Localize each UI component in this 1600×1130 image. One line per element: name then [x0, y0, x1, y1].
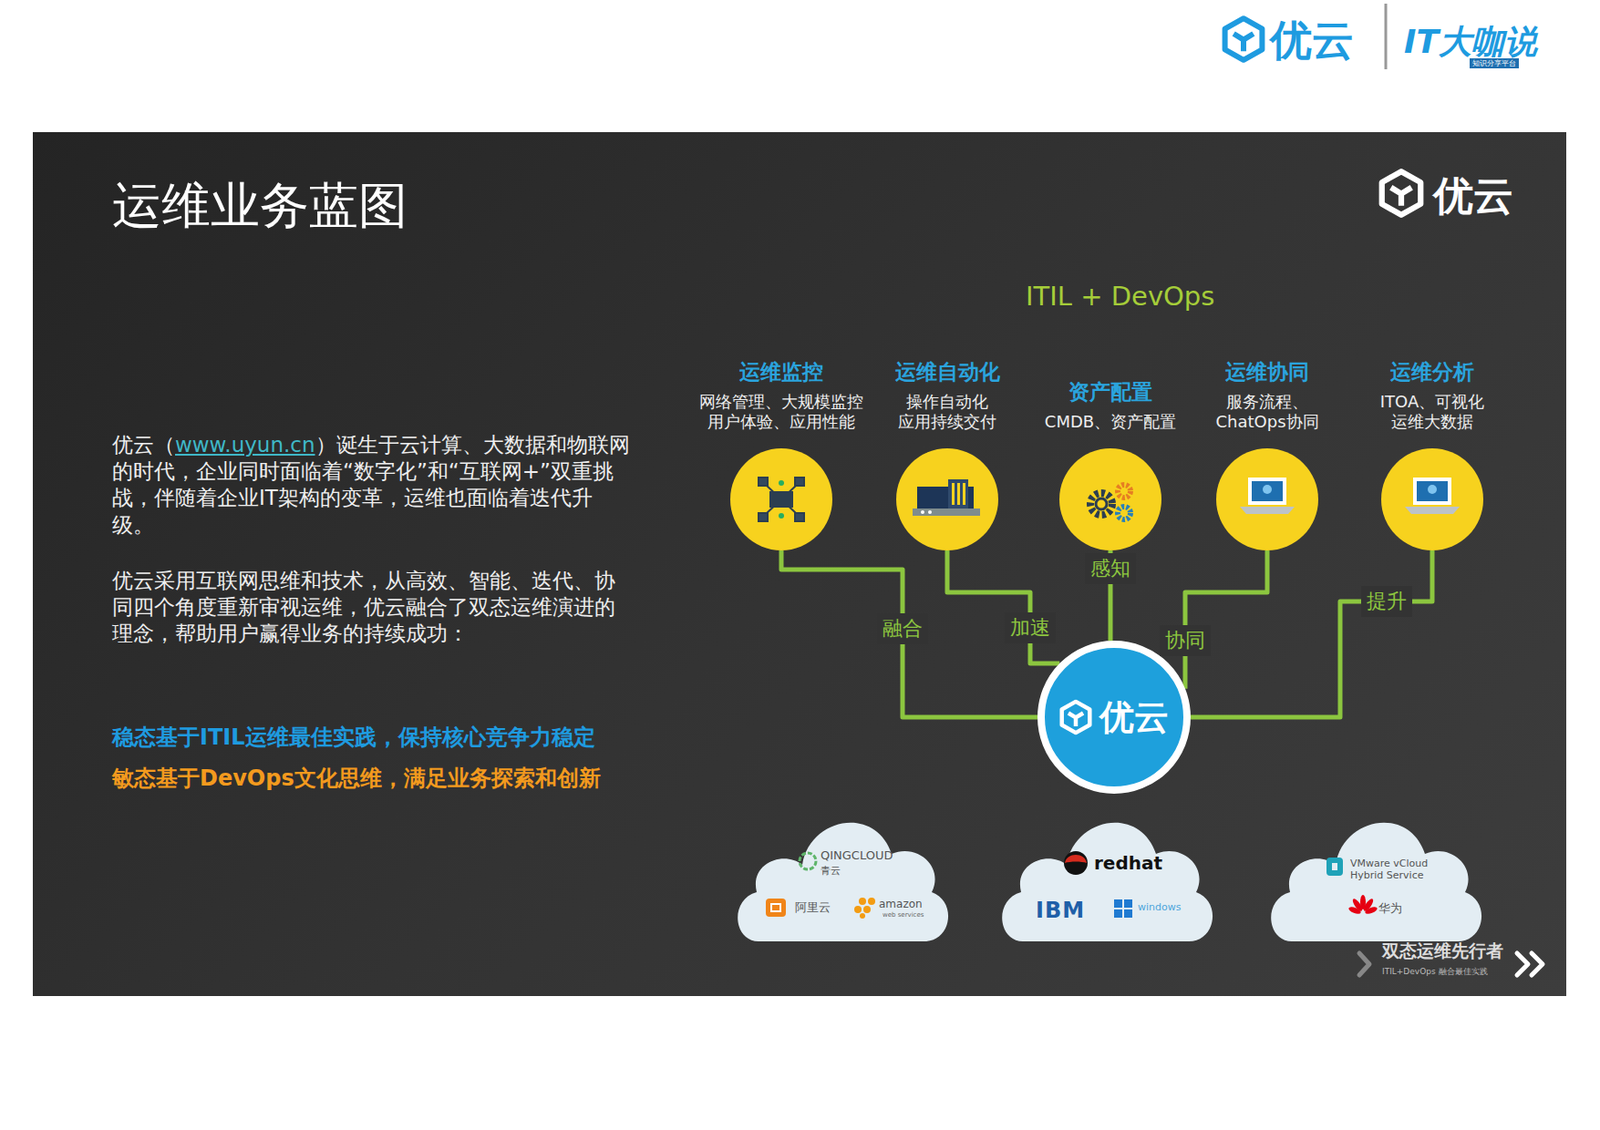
highlight-text: 稳态基于ITIL运维最佳实践，保持核心竞争力稳定 [112, 722, 596, 753]
connector [1190, 550, 1433, 718]
icon-spacer [1216, 448, 1319, 551]
cloud-text: 阿里云 [794, 899, 831, 917]
laptop-icon [1404, 477, 1460, 515]
cloud-text: windows [1137, 901, 1181, 914]
gears-icon [1090, 485, 1131, 520]
icon-spacer [730, 448, 833, 551]
cloud-shape [729, 797, 953, 944]
cloud-text: amazon [878, 898, 923, 911]
intro-paragraph: 优云采用互联网思维和技术，从高效、智能、迭代、协同四个角度重新审视运维，优云融合… [112, 567, 632, 649]
slide-title: 运维业务蓝图 [112, 173, 408, 240]
paragraph-text: 优云采用互联网思维和技术，从高效、智能、迭代、协同四个角度重新审视运维，优云融合… [112, 568, 616, 646]
category-description: 操作自动化 应用持续交付 [883, 392, 1012, 433]
logo-subtext: 知识分享平台 [1469, 58, 1519, 69]
category-node: 运维监控网络管理、大规模监控 用户体验、应用性能 [671, 358, 891, 551]
framework-label: ITIL + DevOps [1025, 280, 1215, 312]
connector [1185, 550, 1268, 690]
hub-circle: 优云 [1037, 640, 1191, 795]
category-heading: 资产配置 [1068, 378, 1153, 407]
cloud-text: 青云 [820, 864, 841, 878]
cloud-text: web services [882, 911, 924, 919]
logo-text: 优云 [1433, 169, 1514, 224]
server-icon [912, 479, 981, 517]
yellow-circles [730, 448, 1484, 551]
category-heading: 运维分析 [1390, 358, 1475, 387]
category-description: 服务流程、 ChatOps协同 [1198, 392, 1336, 433]
category-description: ITOA、可视化 运维大数据 [1368, 392, 1497, 433]
highlight-text: 敏态基于DevOps文化思维，满足业务探索和创新 [112, 763, 601, 794]
logo-text: 优云 [1269, 12, 1354, 70]
icon-spacer [1059, 448, 1162, 551]
logo-icon [1225, 18, 1263, 61]
slogan-text: 双态运维先行者 [1382, 939, 1504, 964]
category-description: 网络管理、大规模监控 用户体验、应用性能 [690, 392, 873, 433]
intro-paragraph: 优云（www.uyun.cn）诞生于云计算、大数据和物联网的时代，企业同时面临着… [112, 432, 632, 539]
category-heading: 运维监控 [739, 358, 824, 387]
network-icon [758, 477, 805, 522]
category-node: 运维分析 ITOA、可视化 运维大数据 [1322, 358, 1542, 551]
slogan-subtext: ITIL+DevOps 融合最佳实践 [1382, 966, 1488, 979]
edge-label: 提升 [1361, 586, 1413, 618]
laptop-icon [1239, 477, 1295, 515]
edge-label: 感知 [1084, 553, 1136, 585]
icon-spacer [896, 448, 999, 551]
edge-label: 融合 [877, 613, 929, 645]
cloud-node: redhatIBM windows [993, 797, 1218, 944]
category-heading: 运维协同 [1225, 358, 1310, 387]
paragraph-text: 优云（ [112, 433, 176, 457]
cloud-text: redhat [1094, 852, 1163, 875]
hub-text: 优云 [1099, 694, 1169, 742]
edge-label: 协同 [1159, 625, 1211, 657]
category-node: 运维协同服务流程、 ChatOps协同 [1157, 358, 1377, 551]
category-description: CMDB、资产配置 [1019, 412, 1202, 433]
category-node: 资产配置 CMDB、资产配置 [1001, 378, 1220, 551]
link-text: www.uyun.cn [175, 433, 316, 457]
cloud-text: VMware vCloud Hybrid Service [1350, 857, 1438, 882]
connector [947, 550, 1060, 664]
category-heading: 运维自动化 [895, 358, 1001, 387]
cloud-text: QINGCLOUD [820, 848, 893, 863]
cloud-node: QINGCLOUD青云阿里云 amazonweb services [729, 797, 953, 944]
category-node: 运维自动化操作自动化 应用持续交付 [837, 358, 1057, 551]
edge-label: 加速 [1004, 612, 1056, 644]
icon-spacer [1381, 448, 1484, 551]
logo-icon [1382, 171, 1422, 216]
connector [781, 550, 1038, 718]
cloud-node: VMware vCloud Hybrid Service 华为 [1262, 797, 1487, 944]
cloud-text: 华为 [1378, 900, 1403, 918]
divider [1384, 3, 1388, 70]
logo-icon [1059, 699, 1093, 736]
cloud-text: IBM [1035, 898, 1085, 924]
